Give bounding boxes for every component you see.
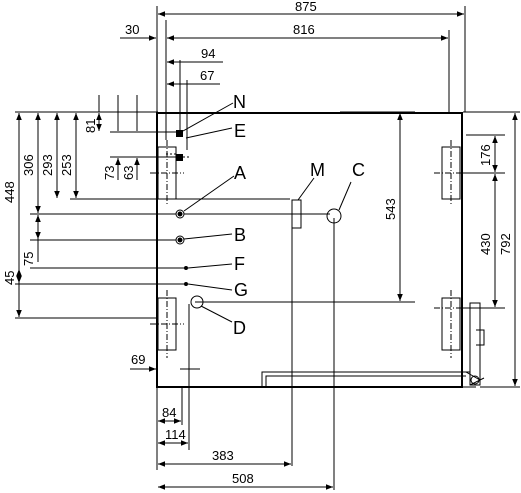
main-outline xyxy=(156,112,463,388)
dim-293: 293 xyxy=(40,113,60,198)
dim-75: 75 xyxy=(21,215,41,266)
dim-67: 67 xyxy=(167,68,220,87)
dim-508: 508 xyxy=(158,471,333,490)
dim-253: 253 xyxy=(59,113,79,198)
dim-543-label: 543 xyxy=(383,198,398,220)
hinge-right xyxy=(469,302,481,386)
dim-176-label: 176 xyxy=(478,144,493,166)
dim-792: 792 xyxy=(498,113,518,386)
dim-816: 816 xyxy=(167,22,448,41)
point-a: A xyxy=(175,163,246,219)
dim-875-label: 875 xyxy=(295,0,317,14)
point-e-label: E xyxy=(234,121,246,141)
dim-30: 30 xyxy=(120,22,178,41)
dim-543: 543 xyxy=(383,113,403,301)
point-e: E xyxy=(166,121,246,161)
point-c-label: C xyxy=(352,160,365,180)
dim-816-label: 816 xyxy=(293,22,315,37)
dim-448: 448 xyxy=(2,113,22,317)
point-d-label: D xyxy=(233,318,246,338)
dim-73-label: 73 xyxy=(102,166,117,180)
mount-bottom-left xyxy=(150,290,184,358)
dim-875: 875 xyxy=(158,0,464,17)
dim-306: 306 xyxy=(21,113,41,213)
point-m: M xyxy=(291,160,325,229)
dim-383: 383 xyxy=(158,448,291,467)
bottom-rail xyxy=(261,371,476,388)
dim-73: 73 xyxy=(102,95,121,180)
dim-63-label: 63 xyxy=(121,166,136,180)
dim-508-label: 508 xyxy=(232,471,254,486)
dim-448-label: 448 xyxy=(2,181,17,203)
dim-45-label: 45 xyxy=(2,271,17,285)
dim-84: 84 xyxy=(158,405,181,424)
dim-94: 94 xyxy=(167,46,223,65)
dim-30-label: 30 xyxy=(125,22,139,37)
point-b-label: B xyxy=(234,225,246,245)
dim-792-label: 792 xyxy=(498,233,513,255)
point-b: B xyxy=(175,225,246,245)
point-g-label: G xyxy=(234,280,248,300)
point-n: N xyxy=(176,92,246,137)
dim-114-label: 114 xyxy=(165,427,186,442)
dim-45: 45 xyxy=(2,269,22,285)
mount-top-left xyxy=(150,140,184,206)
dim-253-label: 253 xyxy=(59,154,74,176)
dim-114: 114 xyxy=(158,427,188,446)
dim-63: 63 xyxy=(121,95,140,180)
dim-67-label: 67 xyxy=(200,68,214,83)
dim-430: 430 xyxy=(478,174,498,307)
dim-84-label: 84 xyxy=(162,405,176,420)
point-c: C xyxy=(326,160,365,224)
dim-75-label: 75 xyxy=(21,252,36,266)
dim-306-label: 306 xyxy=(21,154,36,176)
point-g: G xyxy=(184,280,248,300)
dim-69: 69 xyxy=(130,352,156,372)
dim-81-label: 81 xyxy=(83,119,98,133)
extension-lines xyxy=(15,6,520,490)
dim-383-label: 383 xyxy=(212,448,234,463)
point-f: F xyxy=(184,254,245,274)
dim-94-label: 94 xyxy=(201,46,215,61)
dim-430-label: 430 xyxy=(478,233,493,255)
hinge-pivot xyxy=(470,375,480,385)
point-d: D xyxy=(190,295,246,338)
dim-81: 81 xyxy=(83,95,102,133)
mount-bottom-right xyxy=(434,290,468,358)
dim-176: 176 xyxy=(478,136,498,172)
dim-293-label: 293 xyxy=(40,154,55,176)
point-f-label: F xyxy=(234,254,245,274)
hinge-detail xyxy=(465,329,485,386)
point-a-label: A xyxy=(234,163,246,183)
point-m-label: M xyxy=(310,160,325,180)
point-n-label: N xyxy=(233,92,246,112)
dim-69-label: 69 xyxy=(131,352,145,367)
